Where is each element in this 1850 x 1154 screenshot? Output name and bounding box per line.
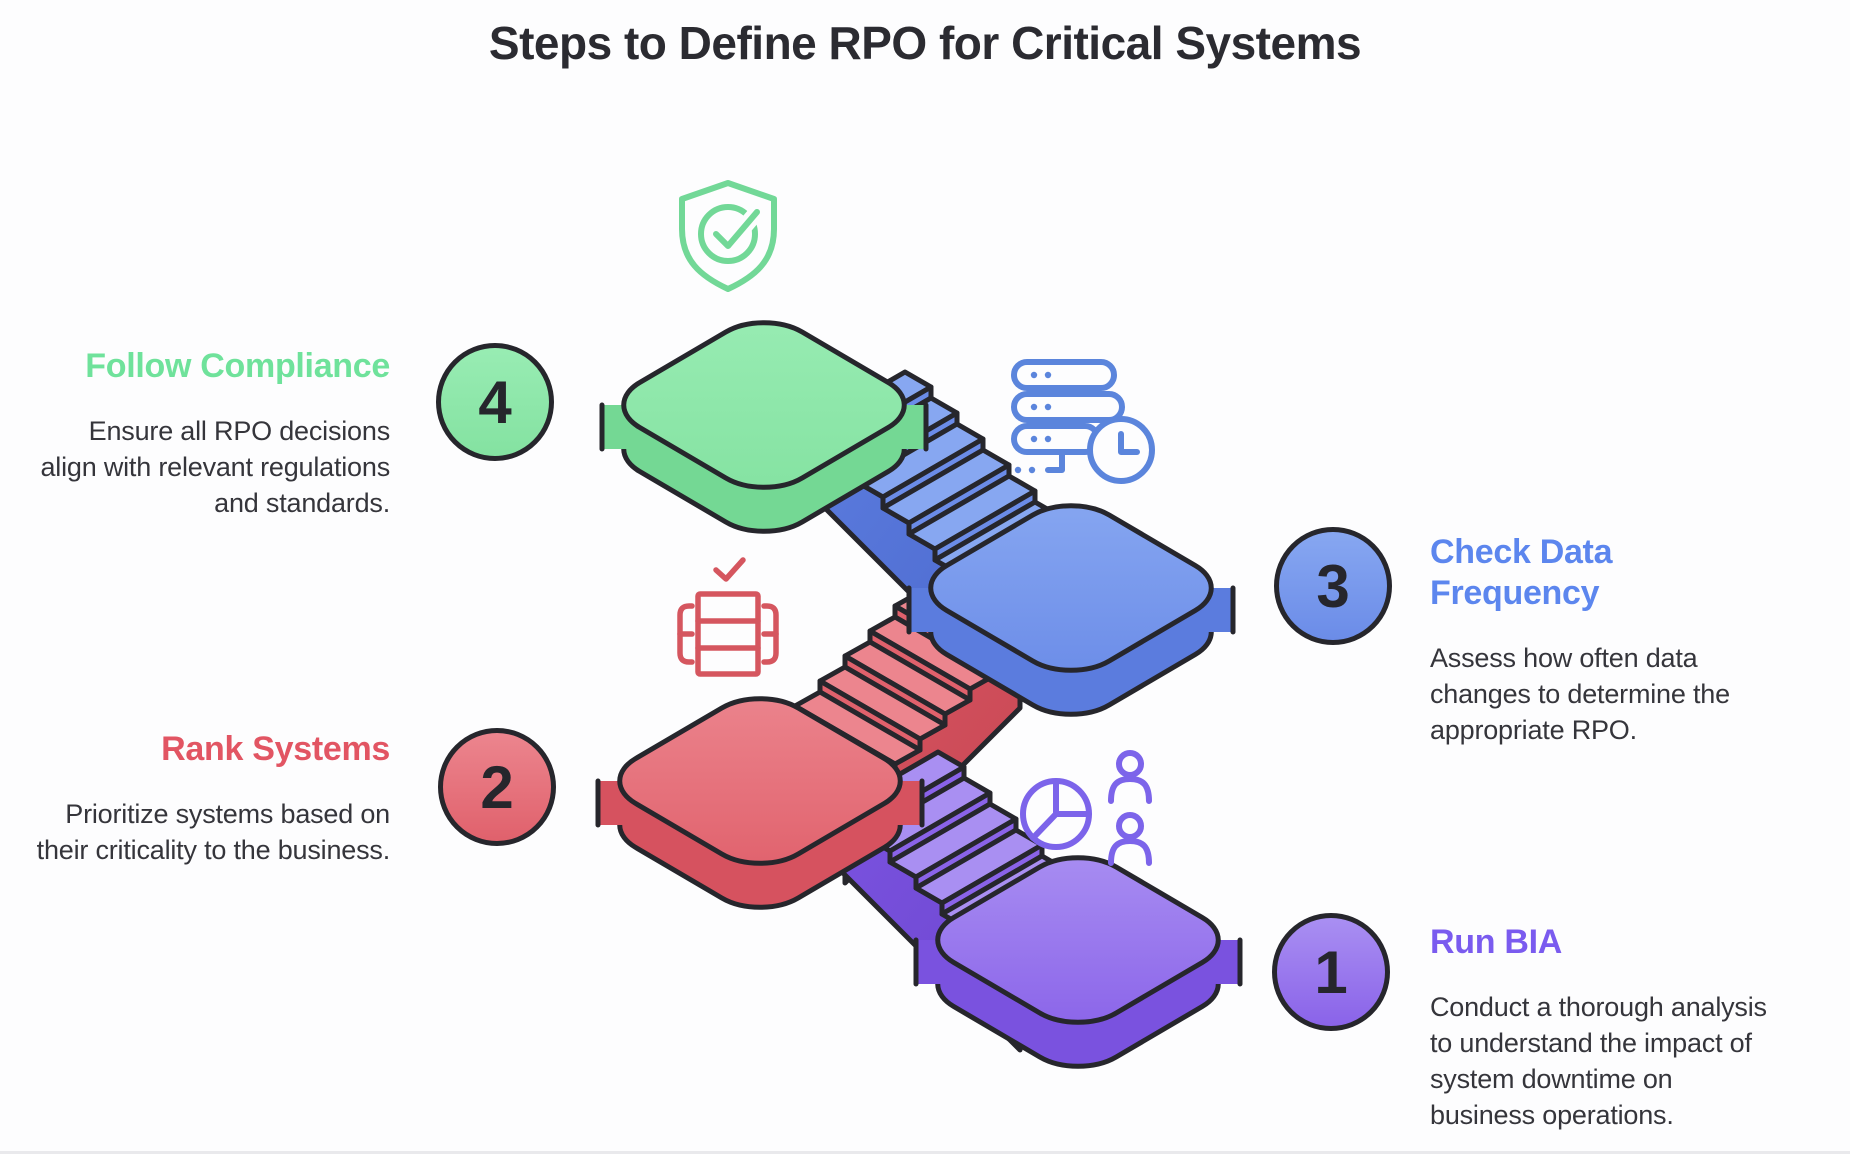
step-4-body: Ensure all RPO decisions align with rele… bbox=[40, 416, 390, 518]
server-clock-icon bbox=[1006, 356, 1166, 488]
step-3-text-block: Check Data Frequency Assess how often da… bbox=[1430, 532, 1745, 748]
step-1-number: 1 bbox=[1314, 938, 1348, 1006]
step-1-heading: Run BIA bbox=[1430, 923, 1562, 961]
pie-chart-people-icon bbox=[1018, 744, 1188, 880]
platform-step-2-red bbox=[595, 686, 925, 921]
bottom-edge-strip bbox=[0, 1151, 1850, 1154]
step-1-text-block: Run BIA Conduct a thorough analysis to u… bbox=[1430, 922, 1770, 1133]
platform-step-4-green bbox=[599, 310, 929, 545]
step-1-body: Conduct a thorough analysis to understan… bbox=[1430, 992, 1767, 1130]
step-2-badge: 2 bbox=[438, 728, 556, 846]
step-4-text-block: Follow Compliance Ensure all RPO decisio… bbox=[30, 346, 390, 521]
platform-step-3-blue bbox=[906, 493, 1236, 728]
step-4-number: 4 bbox=[478, 368, 512, 436]
page-title: Steps to Define RPO for Critical Systems bbox=[488, 17, 1362, 69]
shield-check-icon bbox=[664, 172, 792, 300]
step-1-badge: 1 bbox=[1272, 913, 1390, 1031]
step-3-body: Assess how often data changes to determi… bbox=[1430, 643, 1730, 745]
step-3-heading: Check Data Frequency bbox=[1430, 533, 1613, 612]
database-check-icon bbox=[664, 552, 792, 684]
step-2-body: Prioritize systems based on their critic… bbox=[36, 799, 391, 865]
step-4-heading: Follow Compliance bbox=[85, 347, 390, 385]
step-2-number: 2 bbox=[480, 753, 514, 821]
step-2-heading: Rank Systems bbox=[161, 730, 390, 768]
platform-step-1-purple bbox=[913, 845, 1243, 1080]
step-3-badge: 3 bbox=[1274, 527, 1392, 645]
step-3-number: 3 bbox=[1316, 552, 1350, 620]
step-4-badge: 4 bbox=[436, 343, 554, 461]
step-2-text-block: Rank Systems Prioritize systems based on… bbox=[30, 729, 391, 868]
